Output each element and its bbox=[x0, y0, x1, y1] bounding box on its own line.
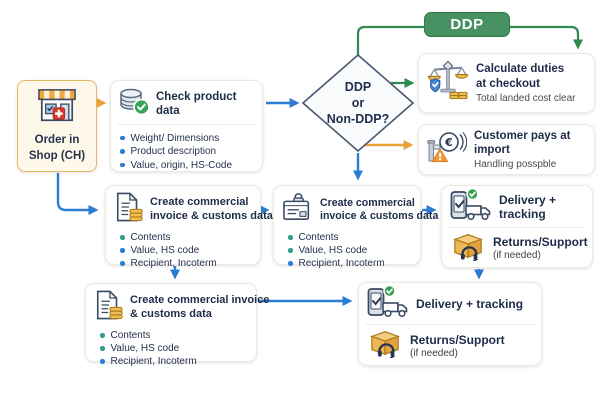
bullet-dot bbox=[120, 248, 125, 253]
returns-mid-label: Returns/Support bbox=[493, 235, 588, 249]
bullet-dot bbox=[288, 248, 293, 253]
delivery-bottom-node: Delivery + tracking Returns/Support (if … bbox=[358, 282, 542, 366]
delivery-bottom-label: Delivery + tracking bbox=[416, 297, 524, 311]
invoice-center-bullet-value: Value, HS code bbox=[288, 245, 414, 256]
invoice-center-title-line2: invoice & customs data bbox=[320, 209, 439, 222]
phone-truck-check-icon bbox=[450, 187, 492, 227]
invoice-center-title-line1: Create commercial bbox=[320, 196, 415, 209]
bullet-dot bbox=[288, 235, 293, 240]
returns-bottom-note: (if needed) bbox=[410, 347, 458, 359]
euro-warning-icon: € bbox=[427, 130, 468, 169]
database-check-icon bbox=[119, 88, 151, 121]
euro-symbol: € bbox=[444, 136, 453, 149]
invoice-left-bullet-contents: Contents bbox=[120, 232, 254, 243]
document-coins-icon bbox=[94, 290, 124, 325]
invoice-center-node: Create commercial invoice & customs data… bbox=[273, 185, 438, 269]
invoice-left-bullet-recipient: Recipient, Incoterm bbox=[120, 258, 254, 269]
bullet-dot bbox=[120, 235, 125, 240]
invoice-left-bullet-value: Value, HS code bbox=[120, 245, 254, 256]
invoice-center-bullet-recipient: Recipient, Incoterm bbox=[288, 258, 414, 269]
customer-pays-title-line2: import bbox=[474, 144, 510, 156]
divider bbox=[117, 124, 256, 125]
bullet-dot bbox=[100, 333, 105, 338]
invoice-left-title-line2: invoice & customs data bbox=[150, 209, 273, 222]
decision-line1: DDP bbox=[344, 79, 372, 94]
diamond-shape bbox=[302, 54, 414, 152]
bullet-dot bbox=[100, 346, 105, 351]
bullet-dot bbox=[288, 261, 293, 266]
check-bullet-weight: Weight/ Dimensions bbox=[120, 133, 256, 144]
arrow-order-to-invoice-left bbox=[56, 173, 99, 215]
invoice-bottom-title-line2: & customs data bbox=[130, 307, 212, 320]
shop-swiss-icon bbox=[34, 87, 80, 130]
customer-pays-title-line1: Customer pays at bbox=[474, 129, 571, 142]
returns-mid-note: (if needed) bbox=[493, 250, 541, 261]
calculate-duties-title-line2: at checkout bbox=[476, 77, 540, 90]
invoice-bottom-bullet-contents: Contents bbox=[100, 330, 250, 341]
package-headset-icon bbox=[367, 328, 403, 363]
order-shop-label-line1: Order in bbox=[34, 134, 80, 147]
check-bullet-value: Value, origin, HS-Code bbox=[120, 160, 256, 171]
decision-line3: Non-DDP? bbox=[326, 112, 390, 127]
phone-truck-check-icon bbox=[367, 284, 409, 324]
order-shop-node: Order in Shop (CH) bbox=[17, 80, 97, 172]
delivery-mid-node: Delivery + tracking Returns/Support (if … bbox=[441, 185, 593, 268]
bullet-dot bbox=[120, 135, 125, 141]
document-coins-icon bbox=[114, 192, 144, 227]
bullet-dot bbox=[100, 359, 105, 364]
order-shop-label-line2: Shop (CH) bbox=[28, 150, 86, 162]
check-product-title: Check product data bbox=[156, 90, 237, 117]
calculate-duties-node: Calculate duties at checkout Total lande… bbox=[418, 53, 595, 113]
invoice-bottom-bullet-value: Value, HS code bbox=[100, 343, 250, 354]
scale-shield-icon bbox=[427, 60, 469, 105]
decision-line2: or bbox=[351, 95, 365, 110]
invoice-bottom-node: Create commercial invoice & customs data… bbox=[85, 283, 269, 367]
bullet-dot bbox=[120, 162, 125, 168]
calculate-duties-subtitle: Total landed cost clear bbox=[476, 92, 576, 104]
calculate-duties-title-line1: Calculate duties bbox=[476, 63, 565, 76]
bullet-dot bbox=[120, 261, 125, 266]
customer-pays-subtitle: Handling posspble bbox=[474, 159, 557, 171]
ddp-badge: DDP bbox=[424, 12, 510, 37]
invoice-center-bullet-contents: Contents bbox=[288, 232, 414, 243]
invoice-bottom-title-line1: Create commercial invoice bbox=[130, 294, 270, 307]
bullet-dot bbox=[120, 149, 125, 154]
divider bbox=[448, 227, 586, 228]
ddp-decision-diamond: DDP or Non-DDP? bbox=[302, 54, 414, 152]
invoice-bottom-bullet-recipient: Recipient, Incoterm bbox=[100, 356, 250, 367]
divider bbox=[365, 324, 535, 325]
returns-bottom-label: Returns/Support bbox=[410, 332, 505, 347]
package-headset-icon bbox=[450, 231, 486, 266]
invoice-left-node: Create commercial invoice & customs data… bbox=[105, 185, 273, 269]
check-bullet-description: Product description bbox=[120, 146, 256, 157]
check-product-data-node: Check product data Weight/ Dimensions Pr… bbox=[110, 80, 263, 172]
delivery-mid-label: Delivery + tracking bbox=[499, 193, 557, 221]
invoice-left-title-line1: Create commercial bbox=[150, 196, 249, 209]
customer-pays-node: € Customer pays at import Handling possp… bbox=[418, 124, 595, 175]
form-lock-icon bbox=[282, 192, 314, 227]
